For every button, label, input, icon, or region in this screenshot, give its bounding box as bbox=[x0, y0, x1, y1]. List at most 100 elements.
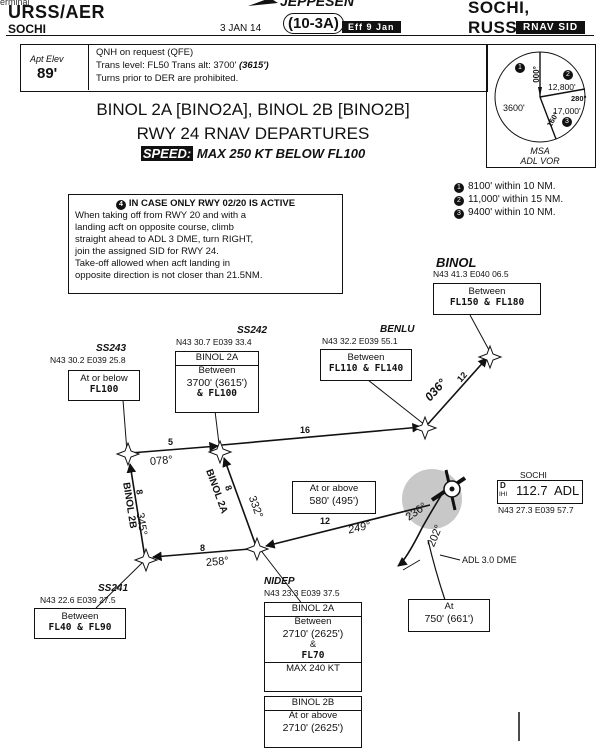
jeppesen-logo: JEPPESEN bbox=[248, 0, 368, 10]
waypoint-nidep-icon bbox=[244, 536, 270, 562]
nidep-2b-title: BINOL 2B bbox=[265, 697, 361, 711]
leg-258-course: 258° bbox=[205, 555, 230, 569]
msa-vor-label: ADL VOR bbox=[520, 156, 560, 166]
info-block bbox=[20, 44, 488, 92]
benlu-alt-box: Between FL110 & FL140 bbox=[320, 349, 412, 381]
nidep-2b-line2: 2710' (2625') bbox=[282, 721, 344, 734]
logo-swoosh-icon bbox=[248, 0, 278, 6]
vor-ident: ADL bbox=[554, 483, 580, 498]
msa-legend-row: 3 9400' within 10 NM. bbox=[454, 206, 563, 219]
benlu-alt-line2: FL110 & FL140 bbox=[328, 362, 404, 374]
notice-line: When taking off from RWY 20 and with a bbox=[75, 210, 247, 221]
header-rule bbox=[6, 35, 594, 36]
ss242-alt-line2: 3700' (3615') bbox=[186, 376, 248, 389]
info-trans-qfe: (3615') bbox=[238, 60, 269, 71]
apt-elev-label: Apt Elev bbox=[30, 54, 64, 64]
speed-restriction: SPEED: MAX 250 KT BELOW FL100 bbox=[20, 146, 486, 161]
msa-sector-1-icon: 1 bbox=[515, 63, 525, 73]
alt-at-750-box: At 750' (661') bbox=[408, 599, 490, 632]
nidep-2a-line3: & bbox=[309, 638, 317, 650]
waypoint-ss242-icon bbox=[207, 439, 233, 465]
ss243-alt-line2: FL100 bbox=[89, 383, 119, 395]
alt-580-line2: 580' (495') bbox=[309, 494, 359, 507]
ss242-alt-box: BINOL 2A Between 3700' (3615') & FL100 bbox=[175, 351, 259, 413]
info-divider bbox=[88, 44, 89, 90]
legend-text: 8100' within 10 NM. bbox=[468, 181, 556, 192]
legend-num-icon: 3 bbox=[454, 209, 464, 219]
binol-alt-box: Between FL150 & FL180 bbox=[433, 283, 541, 315]
alt-750-line1: At bbox=[444, 601, 454, 612]
binol-alt-line2: FL150 & FL180 bbox=[449, 296, 525, 308]
alt-580-line1: At or above bbox=[309, 483, 359, 494]
waypoint-binol-icon bbox=[477, 344, 503, 370]
binol-name: BINOL bbox=[436, 255, 477, 270]
nidep-coord: N43 23.3 E039 37.5 bbox=[264, 588, 340, 598]
airport-city: SOCHI bbox=[8, 22, 47, 36]
brand-name: JEPPESEN bbox=[280, 0, 354, 9]
ss241-alt-line1: Between bbox=[61, 611, 99, 622]
effective-date-badge: Eff 9 Jan bbox=[342, 21, 401, 33]
notice-line: join the assigned SID for RWY 24. bbox=[75, 246, 219, 257]
msa-sector-2-icon: 2 bbox=[563, 70, 573, 80]
ss241-coord: N43 22.6 E039 27.5 bbox=[40, 595, 116, 605]
vor-name: SOCHI bbox=[520, 470, 547, 480]
nidep-2a-speed: MAX 240 KT bbox=[265, 661, 361, 675]
vor-frequency: 112.7 bbox=[516, 483, 548, 498]
window-title: erminal bbox=[0, 0, 30, 7]
ss241-alt-line2: FL40 & FL90 bbox=[48, 621, 112, 633]
msa-alt-left: 3600' bbox=[503, 103, 525, 113]
leg-078-course: 078° bbox=[149, 454, 174, 468]
nidep-2a-line4: FL70 bbox=[301, 649, 325, 661]
nidep-2b-box: BINOL 2B At or above 2710' (2625') bbox=[264, 696, 362, 748]
ss242-route-name: BINOL 2A bbox=[176, 352, 258, 366]
info-trans: Trans level: FL50 Trans alt: 3700' (3615… bbox=[96, 60, 269, 71]
msa-sector-3-icon: 3 bbox=[562, 117, 572, 127]
apt-elev-value: 89' bbox=[37, 65, 58, 82]
legend-text: 9400' within 10 NM. bbox=[468, 207, 556, 218]
notice-line: straight ahead to ADL 3 DME, turn RIGHT, bbox=[75, 234, 254, 245]
ss241-alt-box: Between FL40 & FL90 bbox=[34, 608, 126, 639]
binol-alt-line1: Between bbox=[468, 286, 506, 297]
msa-legend-row: 1 8100' within 10 NM. bbox=[454, 180, 563, 193]
benlu-name: BENLU bbox=[380, 324, 415, 335]
ss242-name: SS242 bbox=[237, 325, 268, 336]
leg-5-distance: 5 bbox=[168, 437, 174, 447]
nidep-2a-line2: 2710' (2625') bbox=[282, 627, 344, 640]
ss243-coord: N43 30.2 E039 25.8 bbox=[50, 355, 126, 365]
notice-num-icon: 4 bbox=[115, 200, 126, 210]
ss242-alt-line3: & FL100 bbox=[196, 387, 238, 399]
vor-frequency-box: D IHI 112.7 ADL bbox=[497, 480, 583, 504]
adl-3dme-label: ADL 3.0 DME bbox=[462, 555, 517, 565]
alt-at-or-above-580-box: At or above 580' (495') bbox=[292, 481, 376, 514]
notice-line: landing acft on opposite course, climb bbox=[75, 222, 234, 233]
airport-icao: URSS/AER bbox=[8, 2, 106, 22]
info-turns: Turns prior to DER are prohibited. bbox=[96, 73, 239, 84]
legend-num-icon: 2 bbox=[454, 196, 464, 206]
binol-coord: N43 41.3 E040 06.5 bbox=[433, 269, 509, 279]
vor-dme-d: D bbox=[500, 481, 506, 490]
msa-deg-280: 280° bbox=[571, 94, 587, 103]
ss242-coord: N43 30.7 E039 33.4 bbox=[176, 337, 252, 347]
chart-type-badge: RNAV SID bbox=[516, 21, 586, 34]
msa-alt-right1: 12,800' bbox=[548, 82, 576, 92]
chart-date: 3 JAN 14 bbox=[220, 23, 262, 34]
ss243-alt-line1: At or below bbox=[80, 373, 128, 384]
ss241-name: SS241 bbox=[98, 583, 129, 594]
msa-label: MSA bbox=[530, 146, 550, 156]
leg-8-distance-c: 8 bbox=[200, 543, 206, 553]
benlu-coord: N43 32.2 E039 55.1 bbox=[322, 336, 398, 346]
leg-12-distance-b: 12 bbox=[320, 516, 331, 526]
leg-16-distance: 16 bbox=[300, 425, 311, 435]
nidep-name: NIDEP bbox=[264, 576, 295, 587]
benlu-alt-line1: Between bbox=[347, 352, 385, 363]
nidep-2a-line1: Between bbox=[294, 615, 332, 627]
speed-text: MAX 250 KT BELOW FL100 bbox=[196, 146, 366, 161]
ss242-alt-line1: Between bbox=[198, 364, 236, 376]
legend-num-icon: 1 bbox=[454, 183, 464, 193]
nidep-2b-line1: At or above bbox=[288, 709, 338, 721]
msa-box bbox=[486, 44, 596, 168]
notice-line: Take-off allowed when acft landing in bbox=[75, 258, 231, 269]
info-qnh: QNH on request (QFE) bbox=[96, 47, 194, 58]
